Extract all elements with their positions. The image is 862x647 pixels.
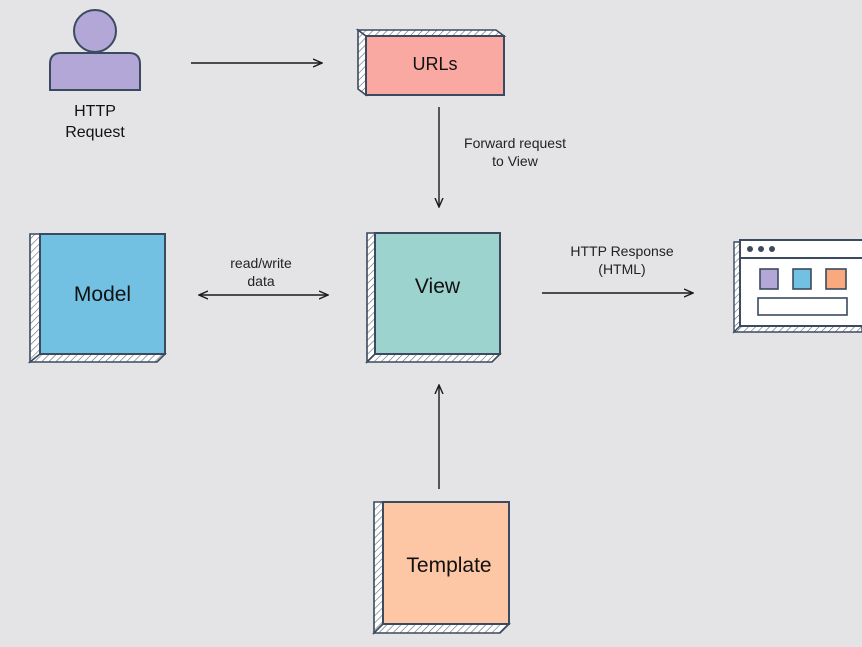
http-response-label: HTTP Response (HTML): [552, 242, 692, 278]
http-request-label-line2: Request: [65, 124, 125, 141]
http-request-label: HTTP Request: [45, 101, 145, 143]
user-icon: [49, 9, 141, 91]
urls-box: [355, 28, 507, 97]
forward-request-label: Forward request to View: [445, 134, 585, 170]
browser-window-icon: [732, 239, 862, 334]
read-write-label: read/write data: [211, 254, 311, 290]
read-write-label-line2: data: [247, 273, 275, 289]
model-label: Model: [73, 283, 132, 306]
http-response-label-line2: (HTML): [598, 261, 646, 277]
view-label: View: [414, 275, 461, 298]
view-box: [365, 232, 502, 364]
http-request-label-line1: HTTP: [74, 103, 116, 120]
urls-label: URLs: [412, 54, 458, 74]
forward-request-label-line1: Forward request: [464, 135, 566, 151]
http-response-label-line1: HTTP Response: [570, 243, 674, 259]
template-box: [372, 501, 511, 635]
model-box: [27, 233, 167, 364]
read-write-label-line1: read/write: [230, 255, 292, 271]
forward-request-label-line2: to View: [492, 153, 538, 169]
template-label: Template: [406, 554, 492, 577]
